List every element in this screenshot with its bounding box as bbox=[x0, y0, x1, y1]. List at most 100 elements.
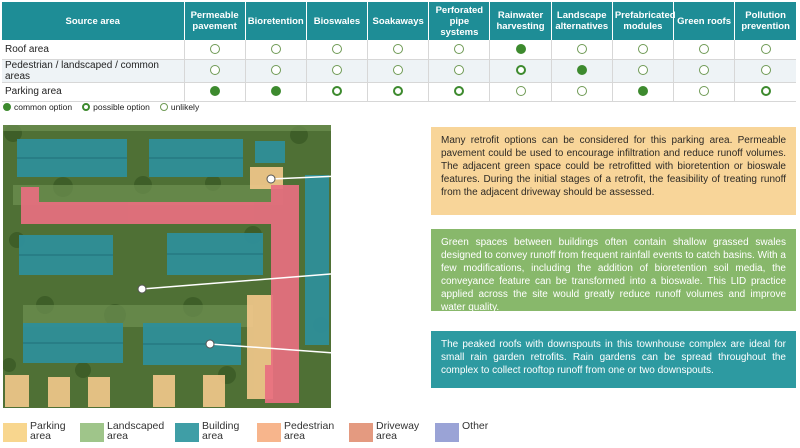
possible-dot-icon bbox=[515, 65, 526, 76]
unlikely-dot-icon bbox=[637, 44, 648, 55]
unlikely-dot-icon bbox=[576, 86, 587, 97]
possible-option-dot-icon bbox=[82, 103, 91, 111]
table-cell bbox=[184, 82, 246, 102]
table-cell bbox=[306, 82, 369, 102]
legend-common-label: common option bbox=[14, 102, 73, 112]
table-row: Roof area bbox=[2, 40, 796, 60]
table-cell bbox=[428, 82, 491, 102]
table-row: Parking area bbox=[2, 82, 796, 102]
table-cell bbox=[612, 82, 675, 102]
header-prefabricated-modules: Prefabricated modules bbox=[612, 2, 676, 40]
legend-other-line1: Other bbox=[462, 420, 489, 432]
unlikely-dot-icon bbox=[699, 65, 710, 76]
header-source-area: Source area bbox=[2, 2, 185, 40]
table-cell bbox=[551, 82, 613, 102]
header-perforated-pipe-systems: Perforated pipe systems bbox=[428, 2, 491, 40]
table-cell bbox=[612, 59, 675, 83]
unlikely-dot-icon bbox=[331, 65, 342, 76]
common-dot-icon bbox=[270, 86, 281, 97]
legend-other-area: Other bbox=[435, 421, 532, 442]
unlikely-dot-icon bbox=[331, 44, 342, 55]
unlikely-dot-icon bbox=[699, 44, 710, 55]
row-source-label: Parking area bbox=[2, 82, 185, 102]
unlikely-dot-icon bbox=[209, 65, 220, 76]
table-cell bbox=[367, 59, 430, 83]
legend-landscaped-line2: area bbox=[107, 430, 129, 442]
common-option-dot-icon bbox=[3, 103, 11, 111]
landscaped-swatch-icon bbox=[80, 423, 104, 442]
table-cell bbox=[184, 59, 246, 83]
legend-unlikely-label: unlikely bbox=[170, 102, 200, 112]
table-cell bbox=[673, 82, 736, 102]
unlikely-dot-icon bbox=[515, 86, 526, 97]
table-cell bbox=[306, 40, 369, 60]
pedestrian-swatch-icon bbox=[257, 423, 281, 442]
table-cell bbox=[489, 82, 552, 102]
legend-landscaped-line1: Landscaped bbox=[107, 420, 165, 432]
table-cell bbox=[306, 59, 369, 83]
retrofit-options-table: Source area Permeable pavement Bioretent… bbox=[2, 2, 796, 102]
table-cell bbox=[673, 40, 736, 60]
driveway-area-overlay bbox=[21, 185, 299, 403]
table-cell bbox=[428, 40, 491, 60]
header-permeable-pavement: Permeable pavement bbox=[184, 2, 246, 40]
parking-swatch-icon bbox=[3, 423, 27, 442]
table-cell bbox=[184, 40, 246, 60]
possible-dot-icon bbox=[393, 86, 404, 97]
table-cell bbox=[367, 82, 430, 102]
legend-common: common option bbox=[3, 102, 72, 112]
table-header-row: Source area Permeable pavement Bioretent… bbox=[2, 2, 796, 40]
legend-possible-label: possible option bbox=[93, 102, 150, 112]
unlikely-dot-icon bbox=[393, 44, 404, 55]
table-cell bbox=[734, 59, 796, 83]
header-bioretention: Bioretention bbox=[245, 2, 307, 40]
unlikely-dot-icon bbox=[576, 44, 587, 55]
legend-unlikely: unlikely bbox=[159, 102, 200, 112]
legend-pedestrian-line2: area bbox=[284, 430, 306, 442]
table-cell bbox=[245, 40, 307, 60]
possible-dot-icon bbox=[331, 86, 342, 97]
callout-parking-area: Many retrofit options can be considered … bbox=[431, 127, 796, 215]
driveway-swatch-icon bbox=[349, 423, 373, 442]
table-cell bbox=[551, 59, 613, 83]
possible-dot-icon bbox=[454, 86, 465, 97]
grass-patches bbox=[3, 125, 331, 327]
table-cell bbox=[489, 40, 552, 60]
unlikely-dot-icon bbox=[454, 65, 465, 76]
header-soakaways: Soakaways bbox=[367, 2, 430, 40]
legend-driveway-line1: Driveway bbox=[376, 420, 420, 432]
callout-landscaped-area: Green spaces between buildings often con… bbox=[431, 229, 796, 313]
table-cell bbox=[612, 40, 675, 60]
unlikely-dot-icon bbox=[760, 44, 771, 55]
table-cell bbox=[489, 59, 552, 83]
common-dot-icon bbox=[515, 44, 526, 55]
header-bioswales: Bioswales bbox=[306, 2, 369, 40]
other-swatch-icon bbox=[435, 423, 459, 442]
common-dot-icon bbox=[209, 86, 220, 97]
legend-parking-line1: Parking bbox=[30, 420, 66, 432]
legend-driveway-line2: area bbox=[376, 430, 398, 442]
unlikely-dot-icon bbox=[209, 44, 220, 55]
unlikely-dot-icon bbox=[270, 65, 281, 76]
header-rainwater-harvesting: Rainwater harvesting bbox=[489, 2, 552, 40]
header-green-roofs: Green roofs bbox=[673, 2, 736, 40]
unlikely-dot-icon bbox=[699, 86, 710, 97]
aerial-overlay-map bbox=[3, 125, 331, 408]
table-cell bbox=[428, 59, 491, 83]
legend-building-line2: area bbox=[202, 430, 224, 442]
unlikely-dot-icon bbox=[454, 44, 465, 55]
row-source-label: Roof area bbox=[2, 40, 185, 60]
header-pollution-prevention: Pollution prevention bbox=[734, 2, 796, 40]
common-dot-icon bbox=[637, 86, 648, 97]
row-source-label: Pedestrian / landscaped / common areas bbox=[2, 59, 185, 83]
legend-possible: possible option bbox=[82, 102, 150, 112]
table-legend: common option possible option unlikely bbox=[3, 102, 199, 112]
table-cell bbox=[673, 59, 736, 83]
common-dot-icon bbox=[576, 65, 587, 76]
legend-parking-line2: area bbox=[30, 430, 52, 442]
